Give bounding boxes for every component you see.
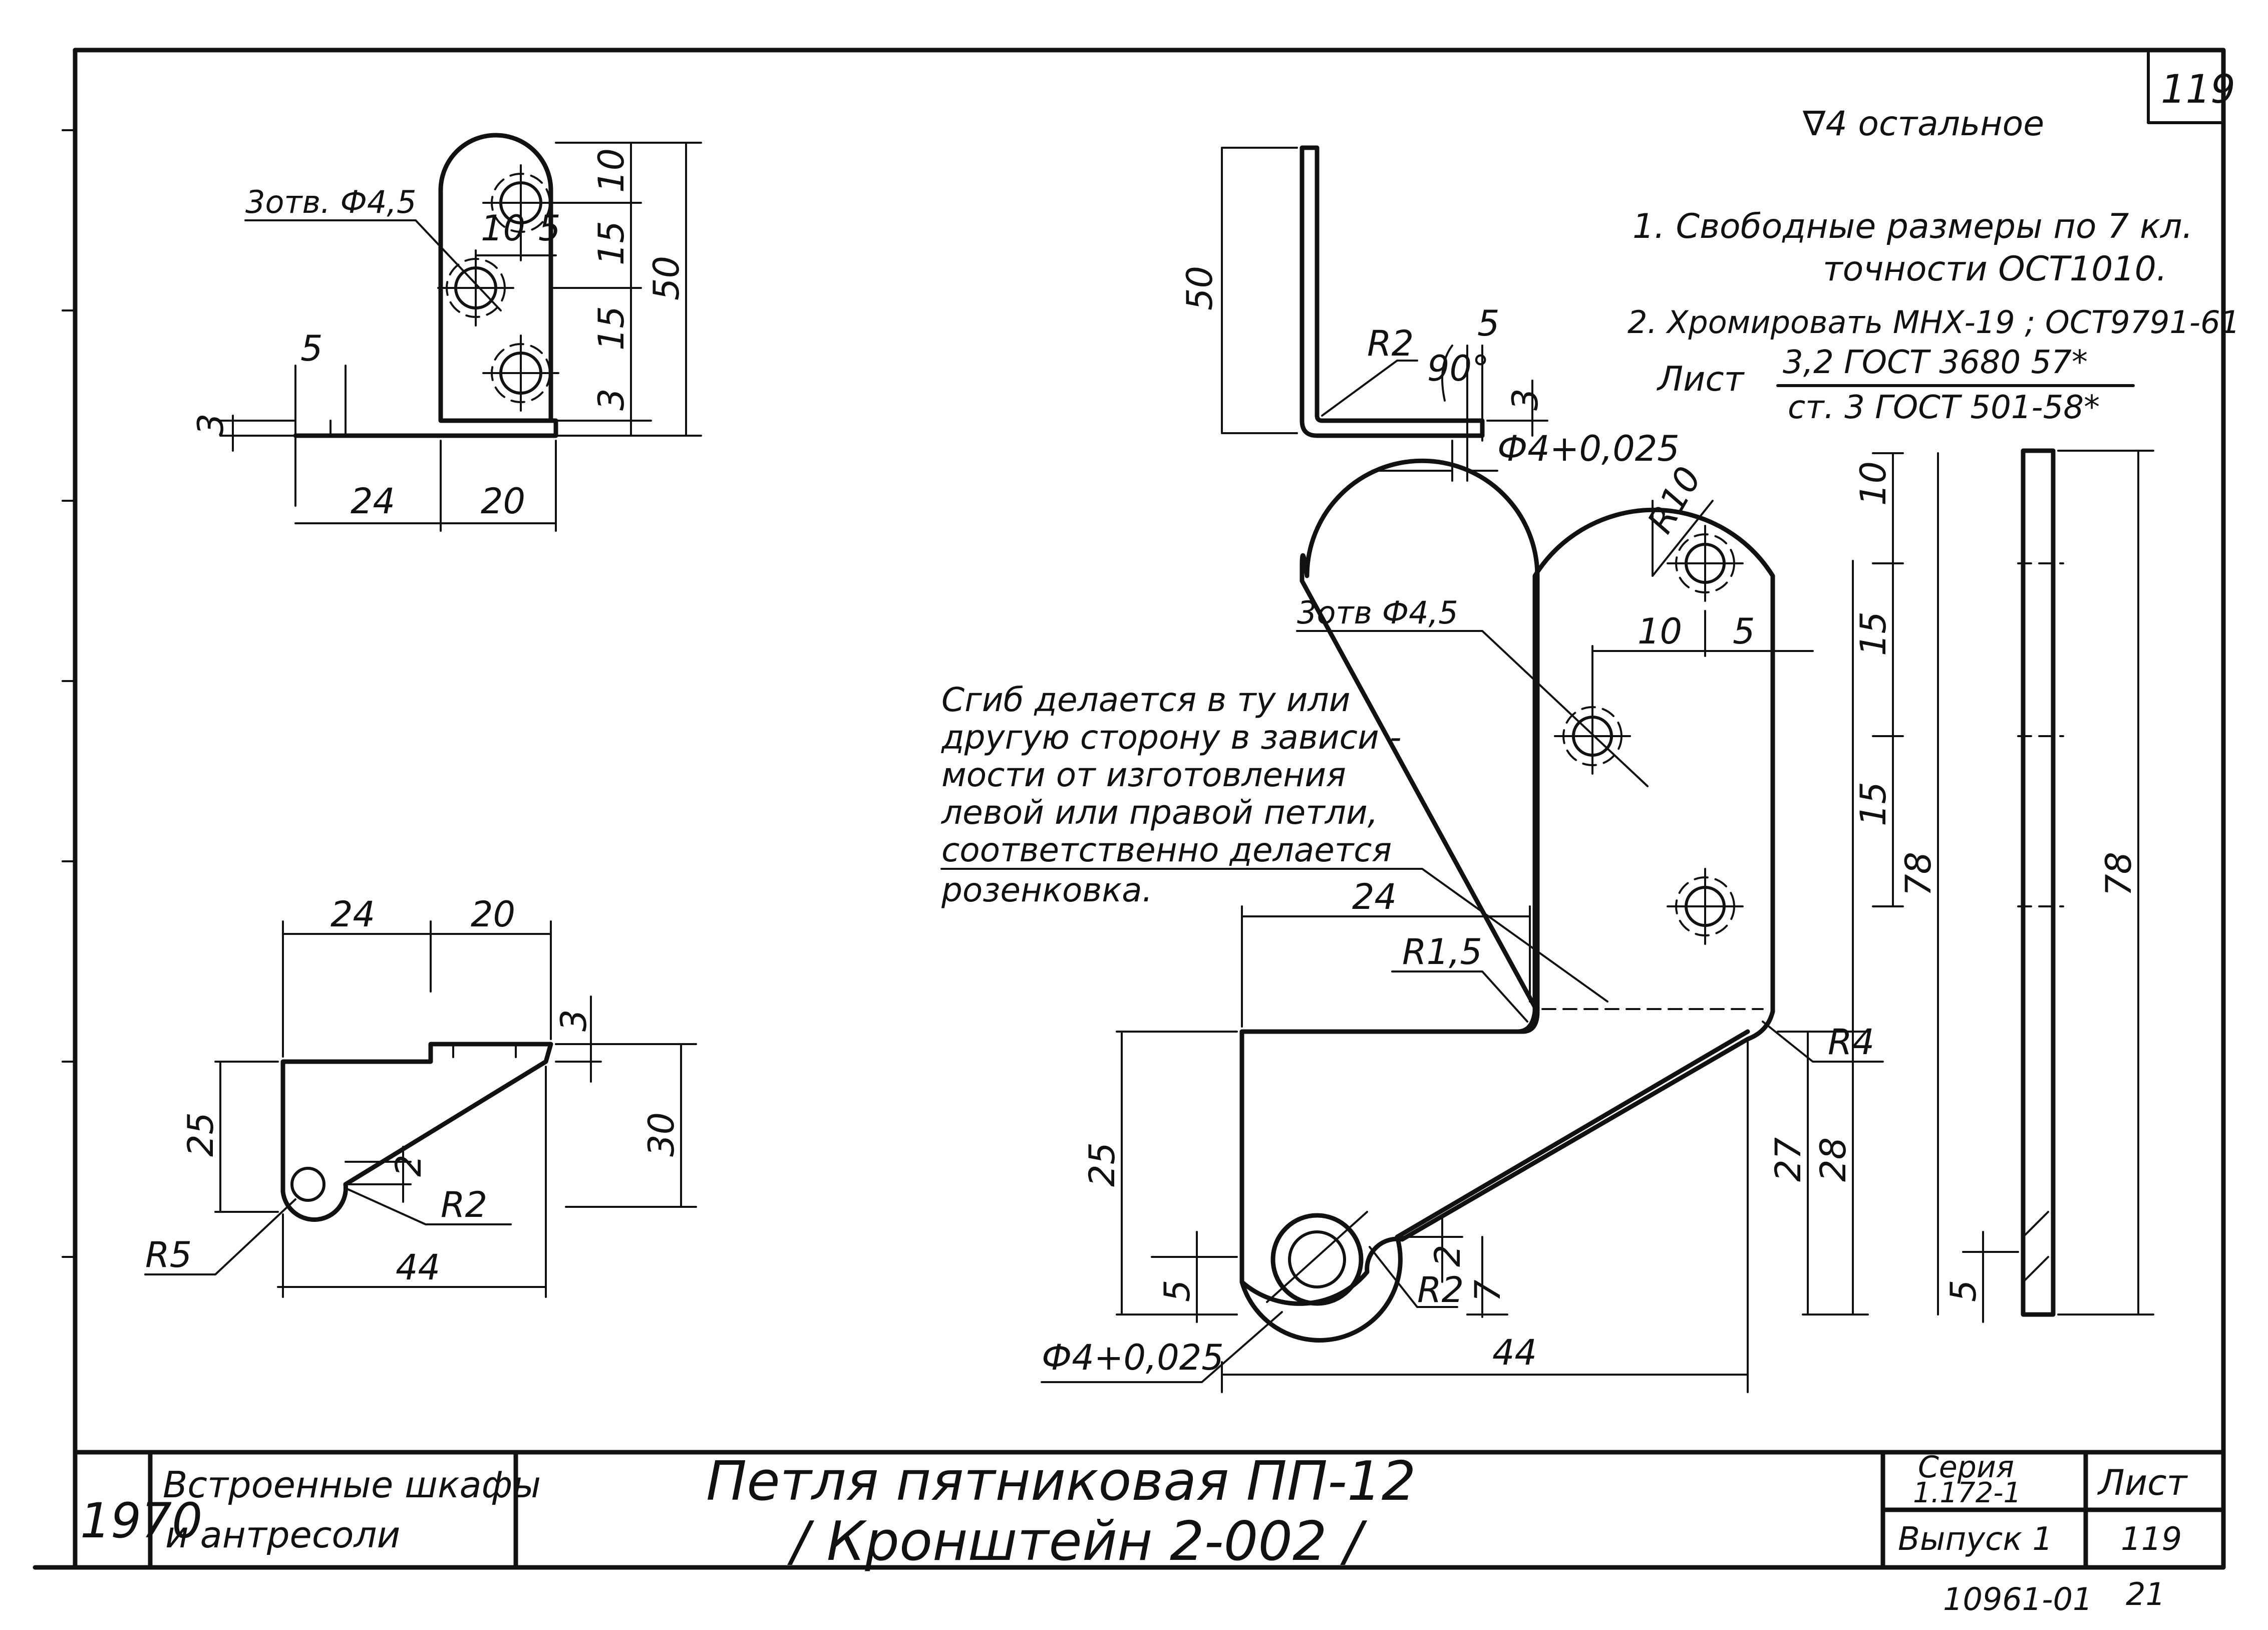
dim-R2: R2 bbox=[1367, 323, 1414, 364]
dim-R10: R10 bbox=[1640, 460, 1710, 540]
dim-50: 50 bbox=[1179, 266, 1220, 310]
dim-15: 15 bbox=[591, 221, 632, 265]
bend-note-line: соответственно делается bbox=[941, 831, 1392, 869]
project-line-2: и антресоли bbox=[165, 1514, 400, 1556]
view-side: 78 5 bbox=[1943, 448, 2154, 1323]
dim-3: 3 bbox=[591, 388, 632, 411]
dim-15: 15 bbox=[1853, 611, 1894, 656]
bracket-outline bbox=[293, 133, 558, 438]
holes-label: 3отв Ф4,5 bbox=[1297, 594, 1458, 631]
footer-number: 21 bbox=[2126, 1576, 2165, 1612]
dim-25: 25 bbox=[1082, 1142, 1123, 1187]
dim-10: 10 bbox=[481, 208, 525, 249]
dim-15: 15 bbox=[1853, 782, 1894, 826]
bend-note-line: Сгиб делается в ту или bbox=[941, 681, 1351, 719]
dim-24: 24 bbox=[331, 894, 375, 935]
dim-2: 2 bbox=[388, 1154, 429, 1177]
dim-78: 78 bbox=[2098, 852, 2139, 896]
dim-44: 44 bbox=[396, 1247, 440, 1288]
dim-R2: R2 bbox=[441, 1184, 487, 1225]
dim-24: 24 bbox=[351, 481, 395, 522]
view-top-middle: 50 R2 90° 5 3 Ф4+0,025 bbox=[1179, 145, 1680, 482]
dim-5: 5 bbox=[538, 208, 561, 249]
project-line-1: Встроенные шкафы bbox=[163, 1464, 541, 1506]
dim-10: 10 bbox=[1853, 461, 1894, 506]
dim-5: 5 bbox=[1943, 1279, 1984, 1302]
dim-24: 24 bbox=[1352, 876, 1397, 917]
view-main: R10 3отв Ф4,5 10 5 Сгиб делается в ту ил… bbox=[940, 452, 1939, 1393]
lower-hole bbox=[1270, 1213, 1364, 1306]
series-label: Серия bbox=[1918, 1450, 2014, 1485]
material-label: Лист bbox=[1656, 360, 1745, 399]
dim-3: 3 bbox=[553, 1009, 594, 1032]
dim-R4: R4 bbox=[1828, 1022, 1874, 1063]
dim-15: 15 bbox=[591, 306, 632, 351]
bend-note-line: другую сторону в зависи - bbox=[941, 718, 1402, 757]
dim-5: 5 bbox=[300, 328, 323, 369]
bend-note-line: левой или правой петли, bbox=[940, 793, 1378, 832]
dim-20: 20 bbox=[471, 894, 515, 935]
dim-hole-diameter: Ф4+0,025 bbox=[1042, 1337, 1224, 1378]
view-bottom-left: 24 20 3 25 30 2 R2 R5 44 bbox=[144, 894, 697, 1298]
dim-78: 78 bbox=[1898, 852, 1939, 896]
note-2: 2. Хромировать МНХ-19 ; ОСТ9791-61 bbox=[1628, 304, 2240, 341]
dim-28: 28 bbox=[1813, 1137, 1854, 1182]
dim-20: 20 bbox=[481, 481, 525, 522]
issue-label: Выпуск 1 bbox=[1898, 1521, 2053, 1558]
dim-R1-5: R1,5 bbox=[1402, 931, 1482, 972]
dim-2: 2 bbox=[1427, 1244, 1468, 1267]
dim-50: 50 bbox=[646, 256, 687, 300]
title-block: 1970 Встроенные шкафы и антресоли Петля … bbox=[73, 1450, 2226, 1573]
view-top-left: 3отв. Ф4,5 10 15 15 3 50 10 5 5 3 24 20 bbox=[190, 133, 702, 532]
note-1: 1. Свободные размеры по 7 кл. bbox=[1633, 207, 2193, 246]
bent-profile bbox=[1300, 145, 1485, 438]
flat-pattern-outline bbox=[280, 1042, 553, 1222]
note-1-cont: точности ОСТ1010. bbox=[1823, 249, 2167, 289]
dim-5: 5 bbox=[1477, 303, 1500, 344]
dim-10: 10 bbox=[591, 148, 632, 193]
bend-note-line: розенковка. bbox=[941, 871, 1153, 909]
dim-27: 27 bbox=[1768, 1137, 1809, 1182]
material-denominator: ст. 3 ГОСТ 501-58* bbox=[1788, 389, 2100, 426]
drawing-title-line-1: Петля пятниковая ПП-12 bbox=[706, 1450, 1416, 1513]
general-notes: ∇4 остальное 1. Свободные размеры по 7 к… bbox=[1628, 104, 2240, 426]
surface-roughness-note: ∇4 остальное bbox=[1802, 104, 2044, 144]
sheet-label: Лист bbox=[2097, 1462, 2188, 1503]
dim-30: 30 bbox=[641, 1112, 682, 1157]
dim-90-deg: 90° bbox=[1427, 348, 1489, 389]
page-number-top: 119 bbox=[2161, 67, 2235, 112]
series-value: 1.172-1 bbox=[1913, 1477, 2021, 1509]
dim-3: 3 bbox=[190, 413, 231, 436]
dim-44: 44 bbox=[1492, 1332, 1537, 1373]
holes-label: 3отв. Ф4,5 bbox=[245, 184, 416, 220]
sheet-value: 119 bbox=[2121, 1521, 2182, 1558]
dim-R2: R2 bbox=[1417, 1269, 1464, 1311]
dim-3: 3 bbox=[1505, 388, 1546, 411]
footer-code: 10961-01 bbox=[1943, 1581, 2093, 1617]
dim-10: 10 bbox=[1638, 611, 1682, 652]
year: 1970 bbox=[80, 1493, 202, 1549]
dim-hole-diameter: Ф4+0,025 bbox=[1497, 428, 1680, 469]
material-numerator: 3,2 ГОСТ 3680 57* bbox=[1783, 344, 2088, 381]
dim-25: 25 bbox=[180, 1112, 221, 1157]
bend-note-line: мости от изготовления bbox=[941, 756, 1346, 794]
hinge-outline bbox=[1239, 458, 1750, 1343]
dim-7: 7 bbox=[1467, 1279, 1508, 1302]
dim-5: 5 bbox=[1157, 1279, 1198, 1302]
dim-R5: R5 bbox=[145, 1234, 192, 1275]
hole bbox=[290, 1167, 326, 1202]
bend-note: Сгиб делается в ту или другую сторону в … bbox=[940, 681, 1608, 1003]
drawing-frame bbox=[33, 48, 2226, 1570]
dim-5: 5 bbox=[1733, 611, 1755, 652]
drawing-title-line-2: / Кронштейн 2-002 / bbox=[787, 1510, 1368, 1573]
side-profile bbox=[2021, 448, 2056, 1317]
